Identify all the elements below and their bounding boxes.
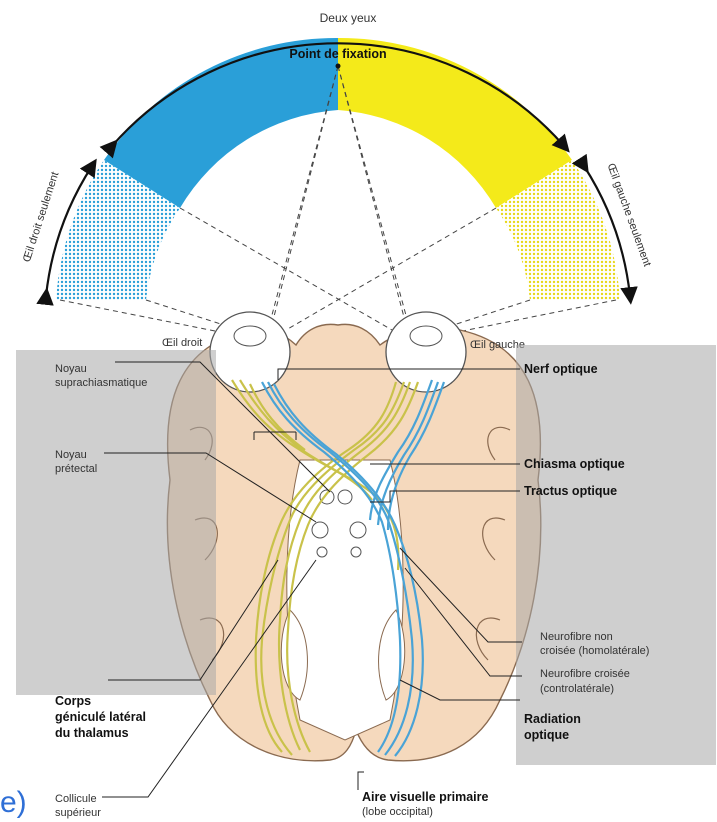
suprachiasmatic-label-1: Noyau bbox=[55, 363, 87, 375]
optic-nerve-label: Nerf optique bbox=[524, 362, 598, 376]
pretectal-label-1: Noyau bbox=[55, 449, 87, 461]
lgn-label-1: Corps bbox=[55, 694, 91, 708]
crossed-fiber-label-1: Neurofibre croisée bbox=[540, 668, 630, 680]
fixation-dot bbox=[336, 64, 341, 69]
optic-tract-label: Tractus optique bbox=[524, 484, 617, 498]
uncrossed-fiber-label-1: Neurofibre non bbox=[540, 631, 613, 643]
partial-text-fragment: e) bbox=[0, 786, 27, 819]
brain bbox=[167, 324, 540, 760]
crossed-fiber-label-2: (controlatérale) bbox=[540, 683, 614, 695]
visual-field: Deux yeux Point de fixation Œil droit se… bbox=[21, 11, 653, 340]
optic-radiation-label-1: Radiation bbox=[524, 712, 581, 726]
visual-cortex-label-2: (lobe occipital) bbox=[362, 806, 433, 818]
suprachiasmatic-label-2: suprachiasmatique bbox=[55, 377, 147, 389]
visual-cortex-label-1: Aire visuelle primaire bbox=[362, 790, 489, 804]
pretectal-label-2: prétectal bbox=[55, 463, 97, 475]
fixation-point-label: Point de fixation bbox=[289, 47, 386, 61]
lgn-label-2: géniculé latéral bbox=[55, 710, 146, 724]
left-overlay bbox=[16, 350, 216, 695]
both-eyes-label: Deux yeux bbox=[320, 11, 377, 25]
optic-radiation-label-2: optique bbox=[524, 728, 569, 742]
right-eye-label: Œil droit bbox=[162, 337, 202, 349]
left-eye bbox=[386, 312, 466, 392]
lgn-label-3: du thalamus bbox=[55, 726, 129, 740]
colliculus-label-2: supérieur bbox=[55, 807, 101, 819]
right-overlay bbox=[516, 345, 716, 765]
colliculus-label-1: Collicule bbox=[55, 793, 97, 805]
uncrossed-fiber-label-2: croisée (homolatérale) bbox=[540, 645, 649, 657]
optic-chiasm-label: Chiasma optique bbox=[524, 457, 625, 471]
